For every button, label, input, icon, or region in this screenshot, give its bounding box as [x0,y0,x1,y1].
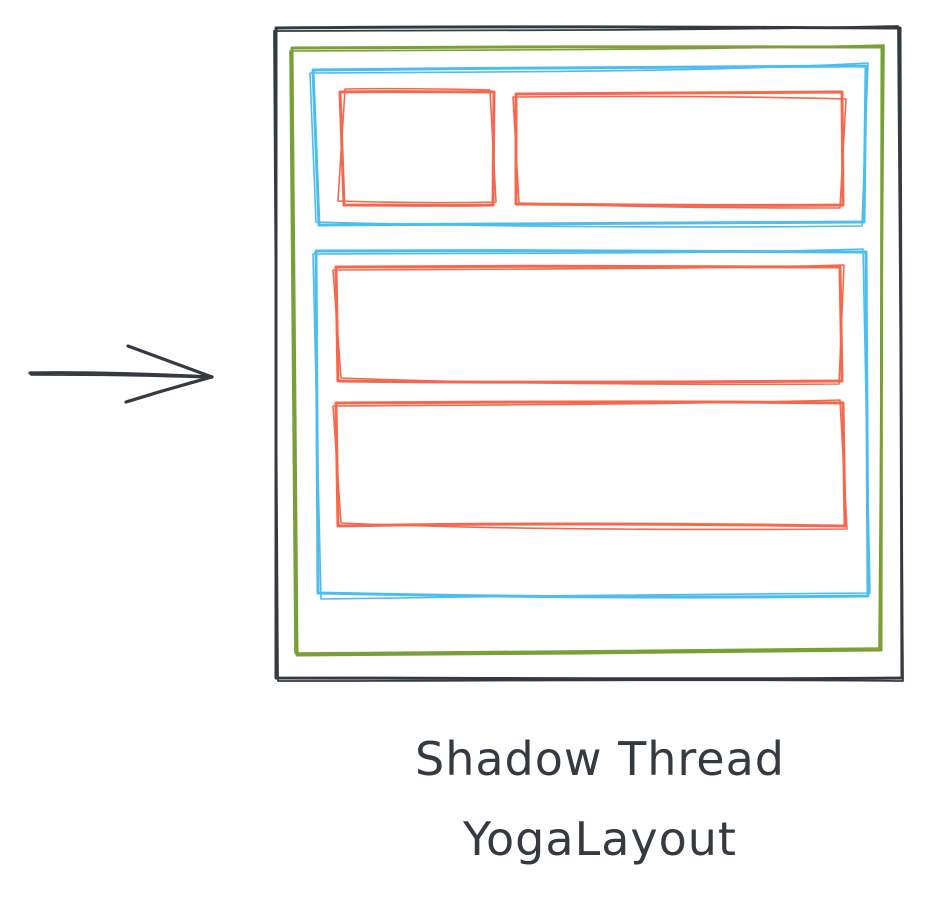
top-container-box [309,62,869,228]
top-right-leaf-box [512,90,847,209]
caption-yogalayout: YogaLayout [463,812,737,866]
top-left-leaf-box [337,87,497,207]
outer-frame [273,25,904,682]
bottom-container-box [312,248,871,600]
right-arrow-icon [28,344,214,404]
root-view-box [289,44,885,657]
bottom-upper-leaf-box [332,264,845,386]
caption-shadow-thread: Shadow Thread [415,732,785,786]
bottom-lower-leaf-box [332,399,848,531]
